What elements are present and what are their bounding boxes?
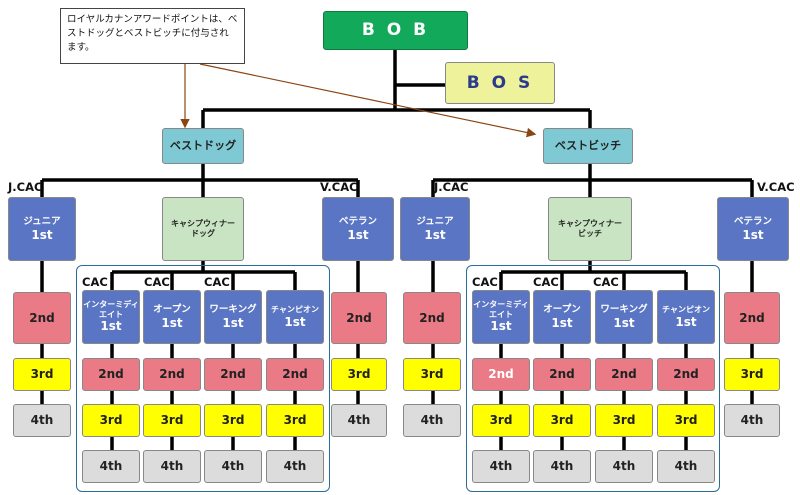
winner-line2: ビッチ [578,229,602,238]
open-second-right: 2nd [533,358,591,391]
veteran-first-right: ベテラン 1st [717,197,789,261]
veteran-label: ベテラン [338,216,377,228]
winner-bitch-box: キャシプウィナー ビッチ [548,197,632,261]
veteran-fourth-right: 4th [724,404,780,437]
cac-label-open-left: CAC [144,275,170,289]
junior-second-left: 2nd [13,292,71,344]
intermediate-first-left: インターミディエイト 1st [82,290,140,344]
class-group-right [466,265,720,492]
class-rank: 1st [490,319,512,334]
intermediate-third-left: 3rd [82,404,140,437]
winner-dog-box: キャシプウィナー ドッグ [162,197,244,261]
champion-fourth-left: 4th [266,450,324,483]
class-rank: 1st [100,319,122,334]
class-name: ワーキング [600,304,648,316]
working-second-left: 2nd [204,358,262,391]
intermediate-second-left: 2nd [82,358,140,391]
bos-box: B O S [445,62,555,104]
veteran-second-right: 2nd [724,292,780,344]
class-rank: 1st [161,315,183,330]
working-third-right: 3rd [595,404,653,437]
open-second-left: 2nd [143,358,201,391]
cac-label-working-left: CAC [204,275,230,289]
open-first-left: オープン 1st [143,290,201,344]
working-fourth-left: 4th [204,450,262,483]
working-first-left: ワーキング 1st [204,290,262,344]
class-name: チャンピオン [271,305,319,314]
class-rank: 1st [551,315,573,330]
class-rank: 1st [675,314,697,329]
veteran-fourth-left: 4th [331,404,387,437]
junior-third-right: 3rd [403,358,461,391]
class-name: オープン [153,304,191,316]
jcac-label-right: J.CAC [434,180,469,194]
working-fourth-right: 4th [595,450,653,483]
best-bitch-box: ベストビッチ [543,128,633,164]
award-note: ロイヤルカナンアワードポイントは、ベストドッグとベストビッチに付与されます。 [60,8,245,64]
cac-label-intermediate-left: CAC [82,275,108,289]
open-fourth-left: 4th [143,450,201,483]
class-rank: 1st [222,315,244,330]
open-fourth-right: 4th [533,450,591,483]
veteran-rank: 1st [347,227,369,242]
class-name: インターミディエイト [473,300,529,319]
intermediate-second-right: 2nd [472,358,530,391]
open-third-right: 3rd [533,404,591,437]
best-dog-box: ベストドッグ [162,128,244,164]
champion-second-right: 2nd [657,358,715,391]
arrow-to-best-bitch [199,63,537,138]
intermediate-first-right: インターミディエイト 1st [472,290,530,344]
open-third-left: 3rd [143,404,201,437]
jcac-label-left: J.CAC [8,180,43,194]
winner-line1: キャシプウィナー [558,219,622,229]
class-name: チャンピオン [662,305,710,314]
junior-first-left: ジュニア 1st [8,197,76,261]
winner-line2: ドッグ [191,229,215,238]
class-name: オープン [543,304,581,316]
veteran-third-right: 3rd [724,358,780,391]
champion-third-right: 3rd [657,404,715,437]
junior-rank: 1st [424,227,446,242]
champion-first-left: チャンピオン 1st [266,290,324,344]
vcac-label-left: V.CAC [320,180,358,194]
junior-first-right: ジュニア 1st [400,197,470,261]
veteran-second-left: 2nd [331,292,387,344]
working-third-left: 3rd [204,404,262,437]
class-rank: 1st [613,315,635,330]
veteran-first-left: ベテラン 1st [322,197,394,261]
junior-label: ジュニア [416,216,454,228]
winner-line1: キャシプウィナー [171,219,235,229]
class-group-left [76,265,330,492]
cac-label-working-right: CAC [593,275,619,289]
intermediate-third-right: 3rd [472,404,530,437]
vcac-label-right: V.CAC [757,180,795,194]
working-first-right: ワーキング 1st [595,290,653,344]
champion-third-left: 3rd [266,404,324,437]
veteran-rank: 1st [742,227,764,242]
veteran-label: ベテラン [733,216,772,228]
intermediate-fourth-left: 4th [82,450,140,483]
class-name: ワーキング [209,304,257,316]
junior-label: ジュニア [23,216,61,228]
champion-second-left: 2nd [266,358,324,391]
class-rank: 1st [284,314,306,329]
veteran-third-left: 3rd [331,358,387,391]
bob-box: B O B [323,11,468,50]
junior-third-left: 3rd [13,358,71,391]
junior-rank: 1st [31,227,53,242]
champion-first-right: チャンピオン 1st [657,290,715,344]
junior-second-right: 2nd [403,292,461,344]
junior-fourth-left: 4th [13,404,71,437]
working-second-right: 2nd [595,358,653,391]
class-name: インターミディエイト [83,300,139,319]
cac-label-intermediate-right: CAC [472,275,498,289]
intermediate-fourth-right: 4th [472,450,530,483]
open-first-right: オープン 1st [533,290,591,344]
junior-fourth-right: 4th [403,404,461,437]
cac-label-open-right: CAC [533,275,559,289]
champion-fourth-right: 4th [657,450,715,483]
